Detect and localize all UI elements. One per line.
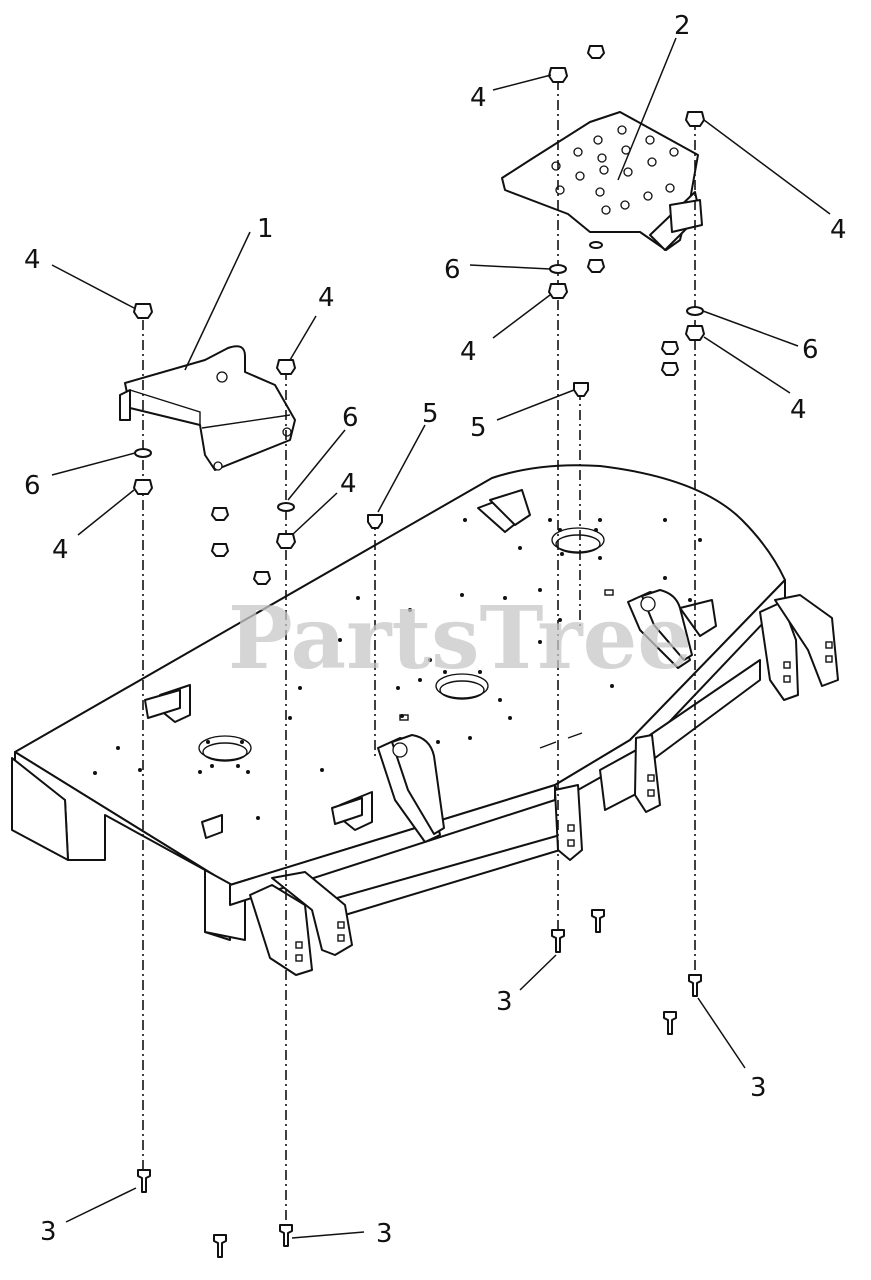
callout-4-right: 4 — [790, 395, 807, 425]
callout-3-bottom-left: 3 — [40, 1217, 57, 1247]
fasteners — [133, 45, 705, 1258]
callout-4-center: 4 — [460, 337, 477, 367]
callout-4-left-upper: 4 — [318, 283, 335, 313]
callout-leader-lines — [51, 37, 831, 1239]
callout-6-left: 6 — [24, 471, 41, 501]
callout-4-top-right: 4 — [830, 215, 847, 245]
callout-5-center: 5 — [470, 413, 487, 443]
callout-3-bottom-middle: 3 — [376, 1219, 393, 1249]
callout-4-top-left: 4 — [24, 245, 41, 275]
callout-3-middle-right: 3 — [496, 987, 513, 1017]
callout-3-right: 3 — [750, 1073, 767, 1103]
callout-6-center: 6 — [444, 255, 461, 285]
callout-5-left: 5 — [422, 399, 439, 429]
right-mounting-plate — [501, 111, 703, 251]
callout-4-left-lower: 4 — [52, 535, 69, 565]
callout-6-right: 6 — [802, 335, 819, 365]
assembly-center-lines — [142, 80, 696, 1225]
parts-tree-watermark: PartsTree — [228, 588, 692, 689]
callout-labels: 1 2 3 3 3 3 4 4 4 4 4 4 4 4 5 5 6 6 6 6 — [24, 11, 847, 1249]
left-mounting-bracket — [119, 345, 296, 471]
callout-4-top-center: 4 — [470, 83, 487, 113]
callout-2: 2 — [674, 11, 691, 41]
callout-1: 1 — [257, 214, 274, 244]
callout-4-left-middle: 4 — [340, 469, 357, 499]
mower-deck — [11, 464, 839, 976]
callout-6-left-middle: 6 — [342, 403, 359, 433]
